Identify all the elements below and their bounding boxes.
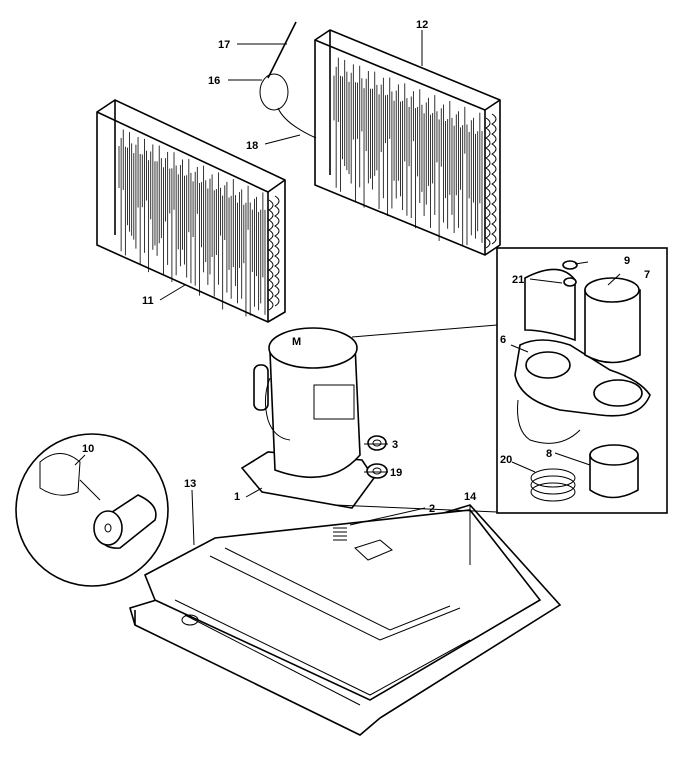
base-pan: [129, 504, 562, 736]
callout-14: 14: [464, 491, 477, 503]
callout-6: 6: [500, 334, 506, 346]
callout-16: 16: [208, 75, 220, 87]
callout-12: 12: [416, 19, 428, 31]
compressor: M: [240, 327, 375, 509]
callout-2: 2: [429, 503, 435, 515]
callout-19: 19: [390, 467, 402, 479]
compressor-logo: M: [292, 336, 301, 348]
spring-clamp: [530, 468, 576, 502]
overload-detail-circle: [15, 433, 169, 587]
callout-20: 20: [500, 454, 512, 466]
run-capacitor: [584, 277, 641, 364]
callout-3: 3: [392, 439, 398, 451]
condenser-coil: [314, 29, 501, 256]
component-detail-box: [334, 247, 668, 514]
mounting-hardware: [333, 435, 388, 541]
callout-21: 21: [512, 274, 524, 286]
leader-lines: [74, 30, 621, 565]
bracket: [514, 339, 651, 417]
coil-return-bends: [485, 113, 497, 249]
callout-9: 9: [624, 255, 630, 267]
relay: [524, 260, 578, 342]
strap-and-cap: [517, 399, 639, 499]
callout-10: 10: [82, 443, 94, 455]
callout-7: 7: [644, 269, 650, 281]
callout-13: 13: [184, 478, 196, 490]
callout-17: 17: [218, 39, 230, 51]
callout-1: 1: [234, 491, 240, 503]
callout-18: 18: [246, 140, 258, 152]
callout-labels: 17 16 18 12 11 1 3 19 2 13 14 10 6 9 21 …: [82, 19, 650, 515]
capillary-tube-assembly: [259, 21, 317, 139]
coil-return-bends: [268, 195, 280, 311]
callout-11: 11: [142, 295, 154, 307]
evaporator-coil: [96, 99, 286, 323]
callout-8: 8: [546, 448, 552, 460]
